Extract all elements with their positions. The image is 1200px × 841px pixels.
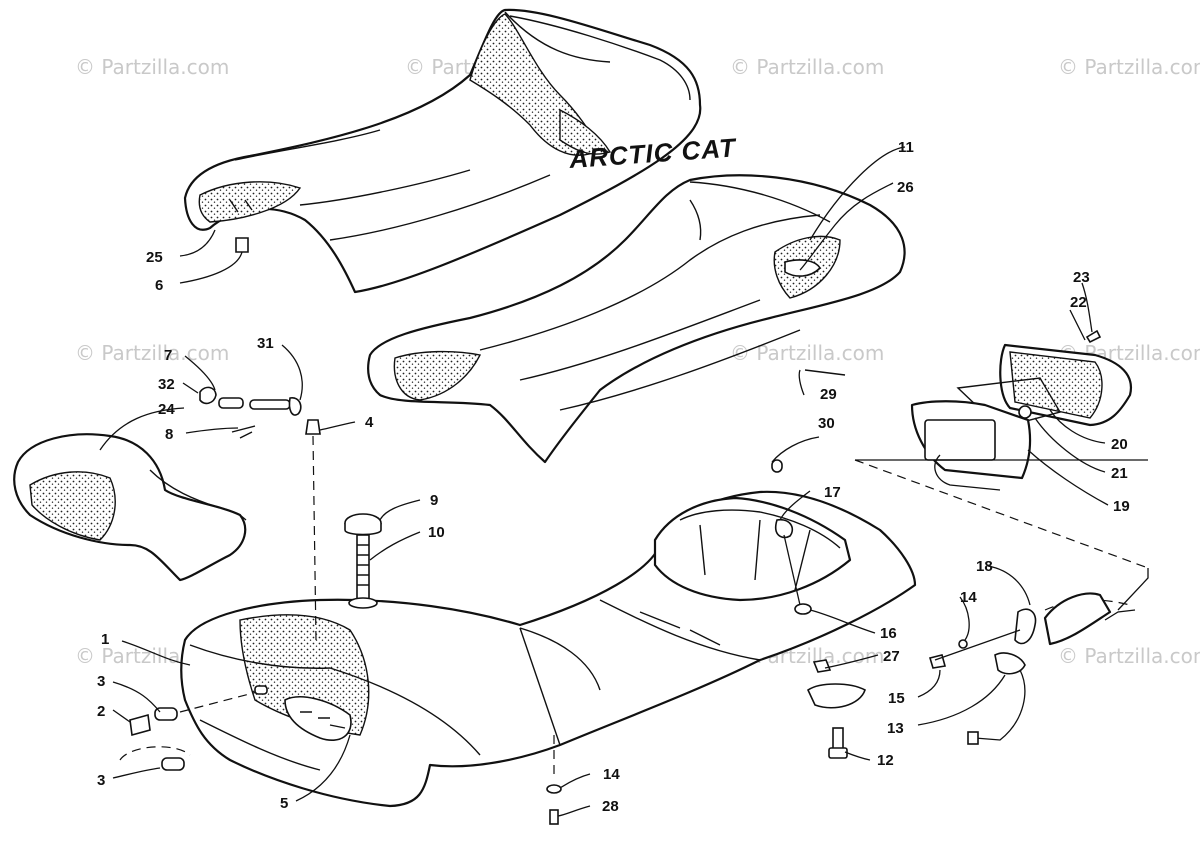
seat-assembly-illustration xyxy=(367,174,906,464)
callout-4: 4 xyxy=(365,414,374,431)
callout-11: 11 xyxy=(898,139,914,156)
taillight-illustration xyxy=(910,329,1133,491)
callout-17: 17 xyxy=(824,484,841,501)
callout-13: 13 xyxy=(887,720,904,737)
callout-27: 27 xyxy=(883,648,900,665)
callout-24: 24 xyxy=(158,401,175,418)
watermark-text: © Partzilla.com xyxy=(75,55,229,79)
callout-3a: 3 xyxy=(97,673,105,690)
fuel-gauge-illustration xyxy=(305,419,321,641)
callout-leaders xyxy=(99,146,1109,817)
callout-20: 20 xyxy=(1111,436,1128,453)
callout-28: 28 xyxy=(602,798,619,815)
callout-labels: 11 26 25 6 7 32 24 8 31 4 9 10 1 3 2 3 5… xyxy=(97,139,1130,815)
bracket-hardware-illustration xyxy=(771,369,1131,759)
watermark-text: © Partzilla.com xyxy=(1058,644,1200,668)
callout-21: 21 xyxy=(1111,465,1128,482)
callout-30: 30 xyxy=(818,415,835,432)
callout-12: 12 xyxy=(877,752,894,769)
fuel-cap-illustration xyxy=(344,513,382,609)
handle-illustration xyxy=(13,433,247,582)
callout-19: 19 xyxy=(1113,498,1130,515)
seat-cover-illustration: ARCTIC CAT xyxy=(183,8,738,294)
callout-18: 18 xyxy=(976,558,993,575)
callout-32: 32 xyxy=(158,376,175,393)
callout-8: 8 xyxy=(165,426,173,443)
seat-base-illustration xyxy=(180,490,917,808)
callout-1: 1 xyxy=(101,631,109,648)
callout-5: 5 xyxy=(280,795,288,812)
callout-10: 10 xyxy=(428,524,445,541)
callout-23: 23 xyxy=(1073,269,1090,286)
callout-15: 15 xyxy=(888,690,905,707)
callout-29: 29 xyxy=(820,386,837,403)
callout-16: 16 xyxy=(880,625,897,642)
tank-hardware-illustration xyxy=(119,685,562,825)
callout-14a: 14 xyxy=(960,589,977,606)
callout-26: 26 xyxy=(897,179,914,196)
reference-lines xyxy=(854,459,1149,621)
callout-3b: 3 xyxy=(97,772,105,789)
callout-6: 6 xyxy=(155,277,163,294)
watermark-text: © Partzilla.com xyxy=(730,341,884,365)
callout-7: 7 xyxy=(164,347,172,364)
watermark-text: © Partzilla.com xyxy=(1058,55,1200,79)
callout-9: 9 xyxy=(430,492,438,509)
callout-2: 2 xyxy=(97,703,105,720)
callout-31: 31 xyxy=(257,335,274,352)
latch-hardware-illustration xyxy=(199,386,302,439)
callout-14b: 14 xyxy=(603,766,620,783)
callout-25: 25 xyxy=(146,249,163,266)
watermark-text: © Partzilla.com xyxy=(75,341,229,365)
watermark-text: © Partzilla.com xyxy=(730,55,884,79)
callout-22: 22 xyxy=(1070,294,1087,311)
